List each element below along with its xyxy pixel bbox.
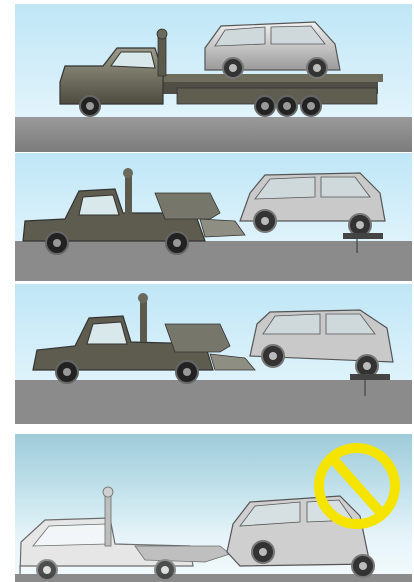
road [15,241,412,281]
road [15,380,412,424]
towed-car [250,310,393,377]
wheel-lift-scene-2 [15,284,412,424]
tow-dolly [350,374,390,380]
car-on-flatbed [205,22,340,78]
wheel-lift-scene-1 [15,153,412,281]
road [15,117,412,152]
panel-wheel-lift-towing-front [15,153,412,281]
towed-car [240,173,385,236]
sling-tow-truck [20,487,230,580]
panel-wheel-lift-towing-rear [15,284,412,424]
panel-flatbed-towing [15,4,412,152]
sling-scene [15,434,412,582]
road [15,574,412,582]
tow-truck [33,293,255,383]
towed-car [227,496,374,577]
flatbed-scene [15,4,412,152]
tow-dolly [343,233,383,239]
panel-sling-towing-prohibited [15,434,412,582]
